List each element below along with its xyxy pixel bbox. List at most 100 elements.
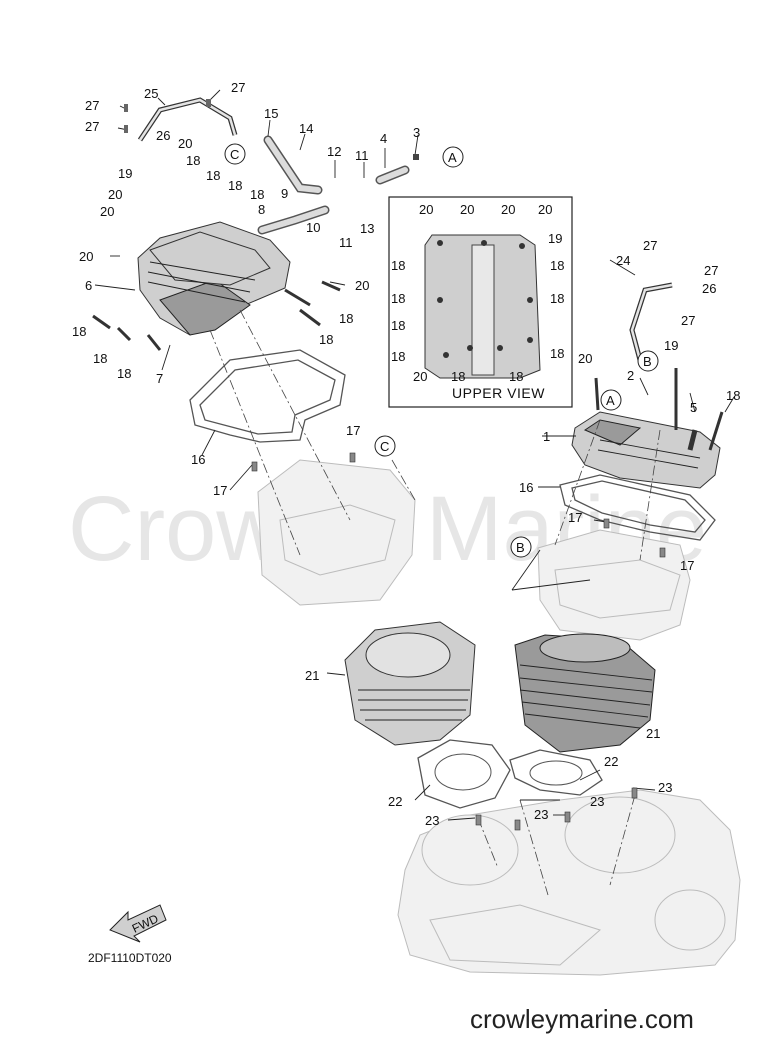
callout-26: 26 bbox=[702, 281, 716, 296]
svg-text:C: C bbox=[380, 439, 389, 454]
callout-19: 19 bbox=[664, 338, 678, 353]
callout-16: 16 bbox=[191, 452, 205, 467]
callout-20: 20 bbox=[100, 204, 114, 219]
head-gasket-rear bbox=[559, 474, 716, 541]
reference-circle-b-mid: B bbox=[510, 536, 532, 558]
callout-9: 9 bbox=[281, 186, 288, 201]
callout-27: 27 bbox=[85, 119, 99, 134]
front-head-ghost bbox=[257, 459, 416, 606]
callout-10: 10 bbox=[306, 220, 320, 235]
base-gasket-front bbox=[417, 739, 511, 809]
callout-18: 18 bbox=[509, 369, 523, 384]
callout-18: 18 bbox=[451, 369, 465, 384]
leader-lines bbox=[94, 89, 735, 821]
callout-21: 21 bbox=[305, 668, 319, 683]
callout-18: 18 bbox=[93, 351, 107, 366]
callout-18: 18 bbox=[339, 311, 353, 326]
callout-1: 1 bbox=[543, 429, 550, 444]
callout-20: 20 bbox=[419, 202, 433, 217]
callout-2: 2 bbox=[627, 368, 634, 383]
callout-27: 27 bbox=[704, 263, 718, 278]
callout-18: 18 bbox=[391, 318, 405, 333]
cylinder-front bbox=[344, 621, 476, 746]
breather-pipes bbox=[137, 97, 673, 361]
callout-11: 11 bbox=[339, 235, 353, 250]
callout-27: 27 bbox=[643, 238, 657, 253]
callout-18: 18 bbox=[550, 291, 564, 306]
callout-5: 5 bbox=[690, 400, 697, 415]
callout-18: 18 bbox=[117, 366, 131, 381]
callout-22: 22 bbox=[604, 754, 618, 769]
svg-text:B: B bbox=[516, 540, 525, 555]
callout-18: 18 bbox=[72, 324, 86, 339]
callout-19: 19 bbox=[118, 166, 132, 181]
callout-20: 20 bbox=[460, 202, 474, 217]
callout-18: 18 bbox=[391, 291, 405, 306]
callout-21: 21 bbox=[646, 726, 660, 741]
rear-head-ghost bbox=[537, 529, 691, 641]
callout-17: 17 bbox=[346, 423, 360, 438]
callout-26: 26 bbox=[156, 128, 170, 143]
callout-18: 18 bbox=[726, 388, 740, 403]
forward-arrow-icon: FWD bbox=[109, 904, 167, 943]
svg-text:A: A bbox=[606, 393, 615, 408]
callout-20: 20 bbox=[538, 202, 552, 217]
crankcase-ghost bbox=[397, 789, 741, 976]
callout-18: 18 bbox=[228, 178, 242, 193]
diagram-code: 2DF1110DT020 bbox=[88, 951, 172, 965]
callout-18: 18 bbox=[319, 332, 333, 347]
head-gasket-front bbox=[189, 349, 346, 443]
svg-text:C: C bbox=[230, 147, 239, 162]
callout-20: 20 bbox=[355, 278, 369, 293]
rear-head-cover bbox=[571, 411, 721, 489]
callout-18: 18 bbox=[550, 346, 564, 361]
website-url: crowleymarine.com bbox=[470, 1004, 694, 1034]
callout-17: 17 bbox=[680, 558, 694, 573]
callout-11: 11 bbox=[355, 148, 369, 163]
callout-20: 20 bbox=[108, 187, 122, 202]
callout-20: 20 bbox=[413, 369, 427, 384]
callout-8: 8 bbox=[258, 202, 265, 217]
callout-18: 18 bbox=[186, 153, 200, 168]
upper-view-inset: UPPER VIEW bbox=[388, 196, 573, 408]
callout-20: 20 bbox=[79, 249, 93, 264]
callout-17: 17 bbox=[568, 510, 582, 525]
callout-16: 16 bbox=[519, 480, 533, 495]
callout-3: 3 bbox=[413, 125, 420, 140]
svg-text:B: B bbox=[643, 354, 652, 369]
callout-23: 23 bbox=[425, 813, 439, 828]
callout-22: 22 bbox=[388, 794, 402, 809]
callout-23: 23 bbox=[590, 794, 604, 809]
callout-13: 13 bbox=[360, 221, 374, 236]
callout-18: 18 bbox=[391, 349, 405, 364]
callout-18: 18 bbox=[550, 258, 564, 273]
callout-23: 23 bbox=[534, 807, 548, 822]
callout-25: 25 bbox=[144, 86, 158, 101]
reference-circle-c-mid: C bbox=[374, 435, 396, 457]
callout-19: 19 bbox=[548, 231, 562, 246]
fwd-label: FWD bbox=[130, 911, 161, 935]
callout-18: 18 bbox=[391, 258, 405, 273]
callout-15: 15 bbox=[264, 106, 278, 121]
callout-27: 27 bbox=[681, 313, 695, 328]
callout-20: 20 bbox=[501, 202, 515, 217]
callout-18: 18 bbox=[206, 168, 220, 183]
front-head-cover bbox=[137, 221, 291, 336]
callout-23: 23 bbox=[658, 780, 672, 795]
reference-circle-a-right: A bbox=[600, 389, 622, 411]
callout-18: 18 bbox=[250, 187, 264, 202]
callout-27: 27 bbox=[231, 80, 245, 95]
callout-20: 20 bbox=[178, 136, 192, 151]
base-gasket-rear bbox=[509, 749, 603, 796]
callout-14: 14 bbox=[299, 121, 313, 136]
reference-circle-b-right: B bbox=[637, 350, 659, 372]
cylinder-rear bbox=[514, 633, 656, 753]
callout-24: 24 bbox=[616, 253, 630, 268]
reference-circle-c-top: C bbox=[224, 143, 246, 165]
callout-4: 4 bbox=[380, 131, 387, 146]
callout-7: 7 bbox=[156, 371, 163, 386]
callout-20: 20 bbox=[578, 351, 592, 366]
svg-text:A: A bbox=[448, 150, 457, 165]
